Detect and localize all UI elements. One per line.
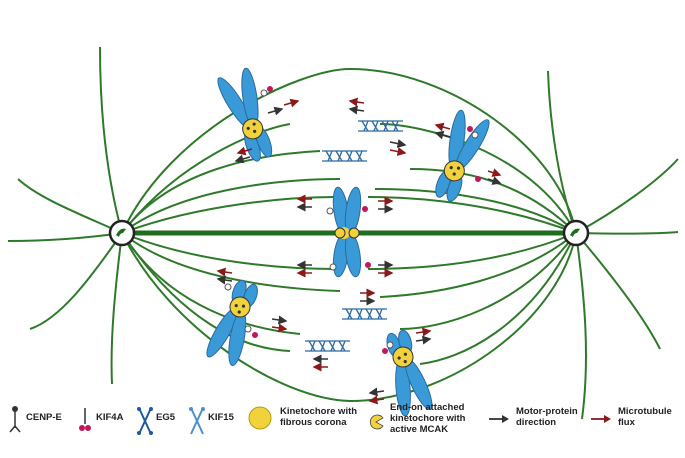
kinetochore-corona-icon [248, 406, 272, 430]
legend-label-kinetochore-corona: Kinetochore with fibrous corona [280, 406, 358, 428]
legend-item-kinetochore-corona: Kinetochore with fibrous corona [248, 400, 378, 450]
kif4a-icon [79, 408, 91, 431]
microtubule-flux-arrow-icon [591, 415, 611, 423]
end-on-kinetochore-icon [369, 414, 384, 430]
legend-item-eg5: EG5 [136, 400, 196, 450]
legend-item-cenp-e: CENP-E [8, 400, 68, 450]
motor-direction-arrow-icon [489, 415, 509, 423]
kif15-icon [189, 407, 205, 435]
chromosome-upper-right [435, 109, 490, 202]
motor-direction-arrows [216, 105, 502, 397]
microtubule-flux-arrows [216, 97, 502, 405]
astral-microtubules [7, 46, 679, 420]
cenp-e-icon [9, 406, 21, 433]
left-centrosome [108, 219, 136, 247]
chromosome-lower-left [206, 279, 258, 367]
chromosome-lower-right [386, 329, 433, 417]
legend-label-motor-direction: Motor-protein direction [516, 406, 578, 428]
legend-item-end-on: End-on attached kinetochore with active … [368, 400, 498, 450]
legend-label-eg5: EG5 [156, 412, 176, 423]
chromosome-upper-left [217, 67, 273, 162]
chromosome-center [332, 186, 362, 278]
eg5-icon [137, 407, 153, 435]
legend-label-end-on: End-on attached kinetochore with active … [390, 402, 466, 435]
antiparallel-bundle-top [322, 120, 403, 162]
antiparallel-bundle-bottom [305, 308, 387, 352]
right-centrosome [562, 219, 590, 247]
legend-item-motor-direction: Motor-protein direction [488, 400, 588, 450]
legend: CENP-E KIF4A EG5 KIF15 Kinetochore with … [0, 400, 685, 458]
legend-item-kif4a: KIF4A [78, 400, 138, 450]
legend-label-cenp-e: CENP-E [26, 412, 62, 423]
legend-label-kif15: KIF15 [208, 412, 234, 423]
motor-proteins [224, 86, 481, 354]
legend-item-kif15: KIF15 [188, 400, 248, 450]
legend-label-kif4a: KIF4A [96, 412, 124, 423]
legend-label-flux: Microtubule flux [618, 406, 672, 428]
legend-item-flux: Microtubule flux [590, 400, 685, 450]
